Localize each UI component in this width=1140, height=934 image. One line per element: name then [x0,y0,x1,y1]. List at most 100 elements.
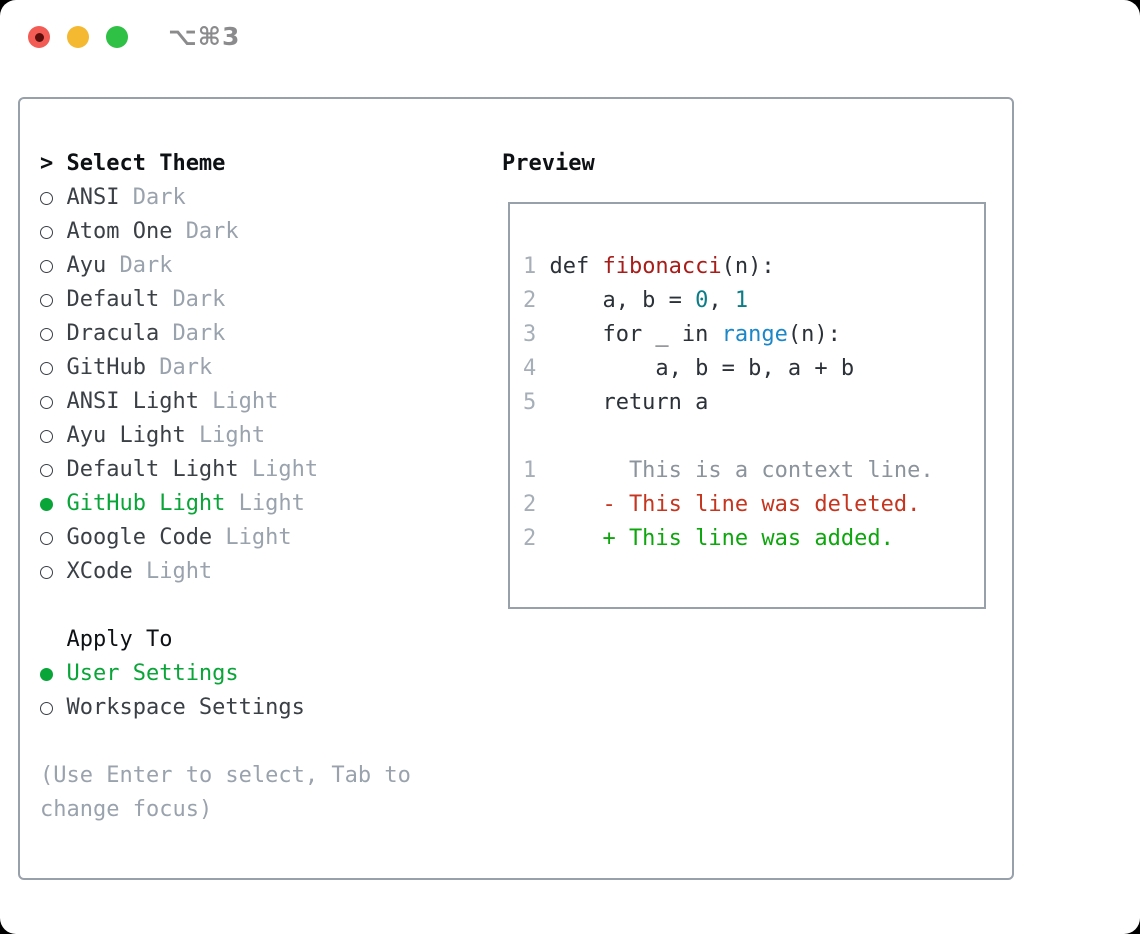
theme-variant: Dark [159,355,213,380]
select-theme-header: > Select Theme [40,147,411,181]
theme-option[interactable]: Default Light Light [40,453,411,487]
radio-marker [40,667,66,681]
radio-marker [40,497,66,511]
theme-variant: Dark [132,185,186,210]
theme-variant: Light [251,457,319,482]
code-segment-context: This is a context line. [549,458,934,483]
theme-option[interactable]: ANSI Light Light [40,385,411,419]
code-segment-code: (n): [787,322,841,347]
radio-icon [40,429,53,443]
theme-option[interactable]: Dracula Dark [40,317,411,351]
code-segment-code: a, b = b, a + b [549,356,855,381]
radio-icon [40,565,53,579]
theme-option[interactable]: Google Code Light [40,521,411,555]
radio-marker [40,191,66,205]
spacer [40,725,411,759]
theme-name: Google Code [66,525,213,550]
theme-option[interactable]: Ayu Light Light [40,419,411,453]
zoom-button[interactable] [106,26,128,48]
radio-marker [40,429,66,443]
code-segment-code: , [708,288,735,313]
theme-name: Dracula [66,321,160,346]
theme-variant: Dark [185,219,239,244]
code-segment-code: (n): [721,254,775,279]
theme-name: ANSI [66,185,120,210]
theme-name: XCode [66,559,133,584]
theme-option[interactable]: ANSI Dark [40,181,411,215]
code-segment-code: for _ in [549,322,722,347]
radio-marker [40,531,66,545]
apply-to-option[interactable]: User Settings [40,657,411,691]
theme-option[interactable]: Atom One Dark [40,215,411,249]
theme-list: ANSI Dark Atom One Dark Ayu Dark Default… [40,181,411,589]
code-segment-code: a, b = [549,288,696,313]
radio-icon [40,463,53,477]
theme-option[interactable]: Ayu Dark [40,249,411,283]
theme-name: Default Light [66,457,239,482]
code-line [523,420,974,454]
theme-name: Ayu [66,253,107,278]
code-segment-builtin: range [721,322,788,347]
radio-icon [40,361,53,375]
code-segment-function: fibonacci [602,254,722,279]
theme-variant: Dark [172,321,226,346]
theme-variant: Light [225,525,292,550]
close-button[interactable] [28,26,50,48]
code-segment-deleted: - This line was deleted. [549,492,921,517]
code-segment-number: 0 [695,288,709,313]
code-line: 2 - This line was deleted. [523,488,974,522]
radio-icon [40,293,53,307]
radio-icon [40,259,53,273]
radio-marker [40,361,66,375]
window-shortcut-label: ⌥⌘3 [168,22,241,51]
radio-marker [40,259,66,273]
theme-variant: Light [145,559,213,584]
theme-name: ANSI Light [66,389,199,414]
radio-icon [40,191,53,205]
theme-picker-panel: > Select Theme ANSI Dark Atom One Dark A… [18,97,1014,880]
radio-icon [40,395,53,409]
line-number: 2 [523,288,537,313]
theme-option[interactable]: GitHub Light Light [40,487,411,521]
cursor-marker: > [40,151,54,176]
theme-option[interactable]: Default Dark [40,283,411,317]
code-segment-added: + This line was added. [549,526,894,551]
theme-name: GitHub Light [66,491,226,516]
radio-marker [40,463,66,477]
spacer [40,589,411,623]
unsaved-changes-dot-icon [34,32,44,42]
preview-header: Preview [502,147,1002,181]
radio-icon [40,701,53,715]
radio-icon [40,497,53,511]
theme-variant: Light [238,491,305,516]
code-line: 4 a, b = b, a + b [523,352,974,386]
minimize-button[interactable] [67,26,89,48]
apply-to-label: User Settings [66,661,239,686]
apply-to-list: User Settings Workspace Settings [40,657,411,725]
radio-marker [40,327,66,341]
theme-variant: Dark [172,287,226,312]
radio-marker [40,395,66,409]
apply-to-title: Apply To [66,627,173,652]
preview-title: Preview [502,151,595,176]
theme-variant: Light [198,423,266,448]
line-number: 1 [523,254,537,279]
line-number: 3 [523,322,537,347]
line-number: 2 [523,492,537,517]
theme-name: Atom One [66,219,173,244]
apply-to-header: Apply To [40,623,411,657]
hint-line: change focus) [40,797,213,822]
code-line: 2 + This line was added. [523,522,974,556]
radio-marker [40,565,66,579]
theme-option[interactable]: GitHub Dark [40,351,411,385]
apply-to-option[interactable]: Workspace Settings [40,691,411,725]
radio-marker [40,293,66,307]
code-segment-number: 1 [734,288,749,313]
select-theme-title: Select Theme [66,151,226,176]
theme-option[interactable]: XCode Light [40,555,411,589]
theme-name: Ayu Light [66,423,186,448]
